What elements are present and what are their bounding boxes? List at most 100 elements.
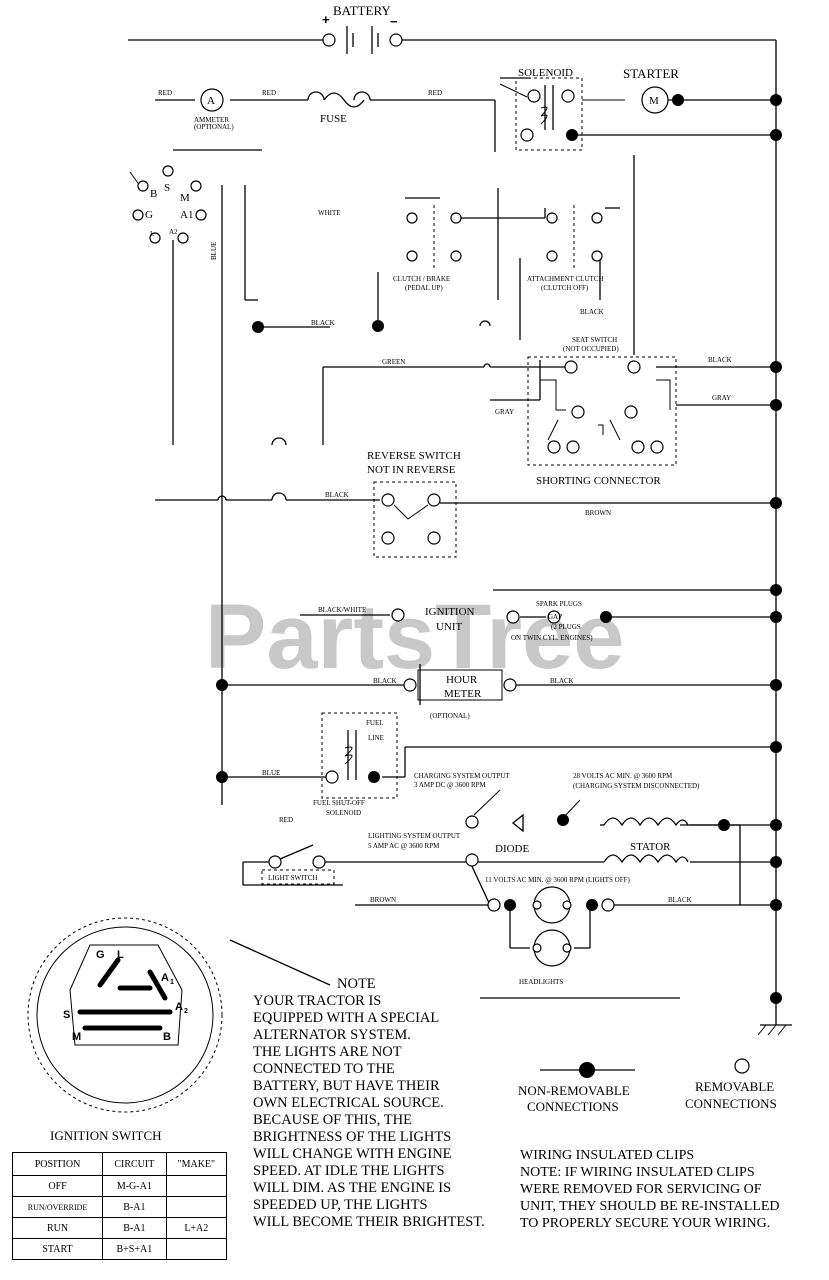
clips-note: WIRING INSULATED CLIPS NOTE: IF WIRING I…: [520, 1147, 780, 1232]
svg-text:GREEN: GREEN: [382, 358, 405, 366]
svg-text:LINE: LINE: [368, 734, 384, 742]
svg-text:L: L: [150, 230, 154, 238]
svg-text:B: B: [163, 1031, 171, 1043]
table-cell: [165, 1238, 228, 1260]
ammeter: A AMMETER (OPTIONAL) RED RED RED: [158, 88, 442, 131]
table-cell: L+A2: [165, 1217, 228, 1239]
clips-line: WIRING INSULATED CLIPS: [520, 1148, 695, 1163]
note-line: THE LIGHTS ARE NOT: [253, 1044, 402, 1060]
table-cell: B+S+A1: [102, 1238, 167, 1260]
seat-switch: SEAT SWITCH (NOT OCCUPIED) BLACK GRAY GR…: [495, 336, 732, 487]
clutch-brake-switch: WHITE CLUTCH / BRAKE (PEDAL UP): [318, 205, 462, 292]
svg-text:FUSE: FUSE: [320, 113, 347, 125]
svg-text:FUEL: FUEL: [366, 719, 384, 727]
svg-text:(CLUTCH OFF): (CLUTCH OFF): [541, 284, 589, 292]
headlights: HEADLIGHTS: [487, 886, 615, 986]
svg-text:UNIT: UNIT: [436, 621, 463, 633]
svg-text:ATTACHMENT CLUTCH: ATTACHMENT CLUTCH: [527, 275, 604, 283]
reverse-switch: REVERSE SWITCH NOT IN REVERSE BLACK BROW…: [325, 450, 611, 558]
svg-text:A2: A2: [169, 228, 178, 236]
svg-text:BLUE: BLUE: [262, 769, 280, 777]
svg-text:NOT IN REVERSE: NOT IN REVERSE: [367, 464, 456, 476]
wires: [128, 39, 792, 1036]
ignition-terminals: B S M G A1 L A2: [132, 165, 207, 244]
legend: NON-REMOVABLE CONNECTIONS REMOVABLE CONN…: [518, 1058, 777, 1114]
svg-text:CHARGING SYSTEM OUTPUT: CHARGING SYSTEM OUTPUT: [414, 772, 510, 780]
solenoid: SOLENOID: [515, 67, 583, 151]
svg-text:2: 2: [184, 1008, 188, 1015]
starter-motor: M STARTER: [623, 66, 679, 114]
svg-text:G: G: [96, 949, 105, 961]
table-row: RUN/OVERRIDE B-A1: [11, 1196, 228, 1218]
note-line: WILL BECOME THEIR BRIGHTEST.: [253, 1214, 485, 1230]
svg-text:RED: RED: [279, 816, 293, 824]
svg-text:5 AMP AC @ 3600 RPM: 5 AMP AC @ 3600 RPM: [368, 842, 440, 850]
hour-meter: HOUR METER (OPTIONAL) BLACK BLACK: [373, 669, 574, 720]
battery: + − BATTERY: [322, 3, 403, 54]
battery-minus: −: [390, 14, 398, 29]
table-header-row: POSITION CIRCUIT "MAKE": [11, 1152, 228, 1176]
starter-label: STARTER: [623, 66, 679, 81]
svg-text:(NOT OCCUPIED): (NOT OCCUPIED): [563, 345, 619, 353]
svg-text:CONNECTIONS: CONNECTIONS: [527, 1099, 619, 1114]
svg-text:A: A: [207, 95, 215, 107]
table-header: POSITION: [11, 1152, 104, 1176]
svg-text:AMMETER: AMMETER: [194, 116, 229, 124]
svg-text:S: S: [63, 1009, 70, 1021]
svg-text:S: S: [164, 182, 170, 194]
note-line: SPEEDED UP, THE LIGHTS: [253, 1197, 428, 1213]
note-line: BRIGHTNESS OF THE LIGHTS: [253, 1129, 452, 1145]
svg-text:M: M: [72, 1031, 81, 1043]
svg-text:A1: A1: [180, 209, 193, 221]
note-line: SPEED. AT IDLE THE LIGHTS: [253, 1163, 445, 1179]
svg-text:CONNECTIONS: CONNECTIONS: [685, 1096, 777, 1111]
attachment-clutch-switch: ATTACHMENT CLUTCH (CLUTCH OFF): [527, 205, 604, 292]
svg-text:REMOVABLE: REMOVABLE: [695, 1079, 774, 1094]
clips-line: WERE REMOVED FOR SERVICING OF: [520, 1182, 762, 1197]
table-cell: START: [11, 1238, 104, 1260]
svg-text:STATOR: STATOR: [630, 841, 671, 853]
note-line: ALTERNATOR SYSTEM.: [253, 1027, 411, 1043]
note-line: WILL CHANGE WITH ENGINE: [253, 1146, 452, 1162]
svg-text:BLACK: BLACK: [708, 356, 732, 364]
table-cell: [165, 1196, 228, 1218]
table-cell: RUN/OVERRIDE: [11, 1196, 104, 1218]
svg-text:BLACK: BLACK: [373, 677, 397, 685]
svg-text:ON TWIN CYL. ENGINES): ON TWIN CYL. ENGINES): [511, 634, 593, 642]
svg-text:BROWN: BROWN: [370, 896, 396, 904]
table-row: RUN B-A1 L+A2: [11, 1217, 228, 1239]
svg-text:A: A: [175, 1001, 183, 1013]
svg-text:11 VOLTS AC MIN. @ 3600 RPM (L: 11 VOLTS AC MIN. @ 3600 RPM (LIGHTS OFF): [485, 876, 631, 884]
svg-text:SOLENOID: SOLENOID: [326, 809, 361, 817]
svg-text:FUEL SHUT-OFF: FUEL SHUT-OFF: [313, 799, 365, 807]
svg-text:SEAT SWITCH: SEAT SWITCH: [572, 336, 617, 344]
table-cell: [165, 1175, 228, 1197]
svg-text:HEADLIGHTS: HEADLIGHTS: [519, 978, 563, 986]
note-title: NOTE: [337, 976, 376, 992]
note-line: YOUR TRACTOR IS: [253, 993, 382, 1009]
non-removable-connections: [216, 94, 782, 1004]
light-switch: LIGHT SWITCH 11 VOLTS AC MIN. @ 3600 RPM…: [261, 844, 692, 904]
note-line: OWN ELECTRICAL SOURCE.: [253, 1095, 444, 1111]
svg-text:(CHARGING SYSTEM DISCONNECTED): (CHARGING SYSTEM DISCONNECTED): [573, 782, 700, 790]
ignition-table: POSITION CIRCUIT "MAKE" OFF M-G-A1 RUN/O…: [11, 1152, 228, 1260]
svg-text:1: 1: [170, 979, 174, 986]
fuse: FUSE: [307, 91, 371, 125]
svg-text:G: G: [145, 209, 153, 221]
table-row: OFF M-G-A1: [11, 1175, 228, 1197]
table-cell: OFF: [11, 1175, 104, 1197]
note-line: CONNECTED TO THE: [253, 1061, 395, 1077]
svg-text:B: B: [150, 188, 157, 200]
svg-text:L: L: [117, 949, 124, 961]
svg-text:BLACK: BLACK: [580, 308, 604, 316]
clips-line: UNIT, THEY SHOULD BE RE-INSTALLED: [520, 1199, 780, 1214]
svg-text:M: M: [180, 192, 190, 204]
table-cell: B-A1: [102, 1196, 167, 1218]
svg-text:REVERSE SWITCH: REVERSE SWITCH: [367, 450, 461, 462]
svg-text:(OPTIONAL): (OPTIONAL): [194, 123, 234, 131]
battery-label: BATTERY: [333, 3, 391, 18]
table-header: "MAKE": [165, 1152, 228, 1176]
svg-text:RED: RED: [158, 89, 172, 97]
svg-text:28 VOLTS AC MIN. @ 3600 RPM: 28 VOLTS AC MIN. @ 3600 RPM: [573, 772, 673, 780]
